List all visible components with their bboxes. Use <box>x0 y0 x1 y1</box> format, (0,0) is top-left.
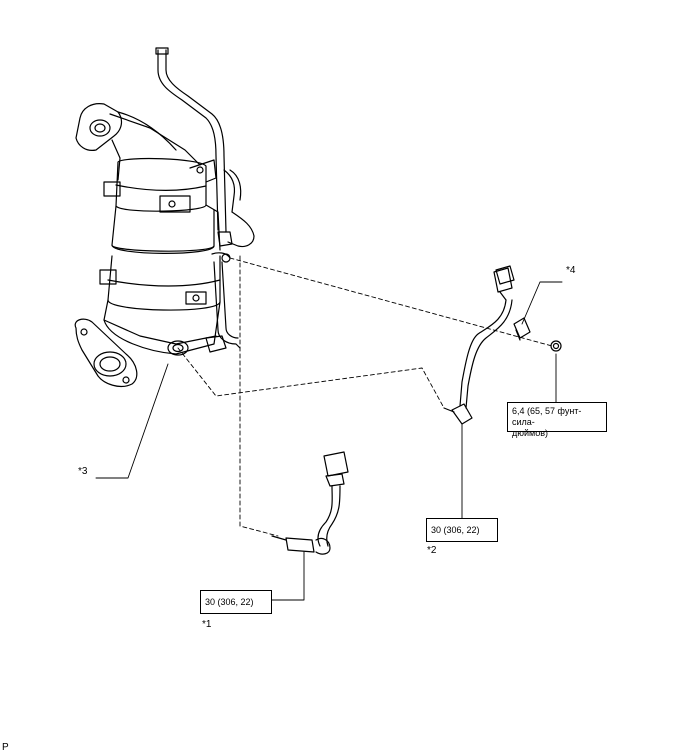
torque-spec-sensor-2: 30 (306, 22) <box>426 518 498 542</box>
torque-spec-nut-line1: 6,4 (65, 57 фунт-сила- <box>512 406 582 427</box>
torque-spec-sensor-1: 30 (306, 22) <box>200 590 272 614</box>
callout-3: *3 <box>78 466 88 477</box>
torque-spec-sensor-2-text: 30 (306, 22) <box>431 525 480 535</box>
assembly-lines <box>177 255 553 537</box>
callout-2: *2 <box>427 545 437 556</box>
torque-spec-nut: 6,4 (65, 57 фунт-сила- дюймов) <box>507 402 607 438</box>
bracket-and-nut <box>513 317 562 352</box>
torque-spec-nut-line2: дюймов) <box>512 428 548 438</box>
corner-code: P <box>2 742 9 753</box>
callout-1: *1 <box>202 619 212 630</box>
leader-lines <box>95 281 563 601</box>
oxygen-sensor-1 <box>271 451 349 555</box>
callout-4: *4 <box>566 265 576 276</box>
sensor-tube-bundle <box>155 47 255 349</box>
torque-spec-sensor-1-text: 30 (306, 22) <box>205 597 254 607</box>
catalytic-converter <box>74 103 227 388</box>
oxygen-sensor-2 <box>443 265 515 425</box>
